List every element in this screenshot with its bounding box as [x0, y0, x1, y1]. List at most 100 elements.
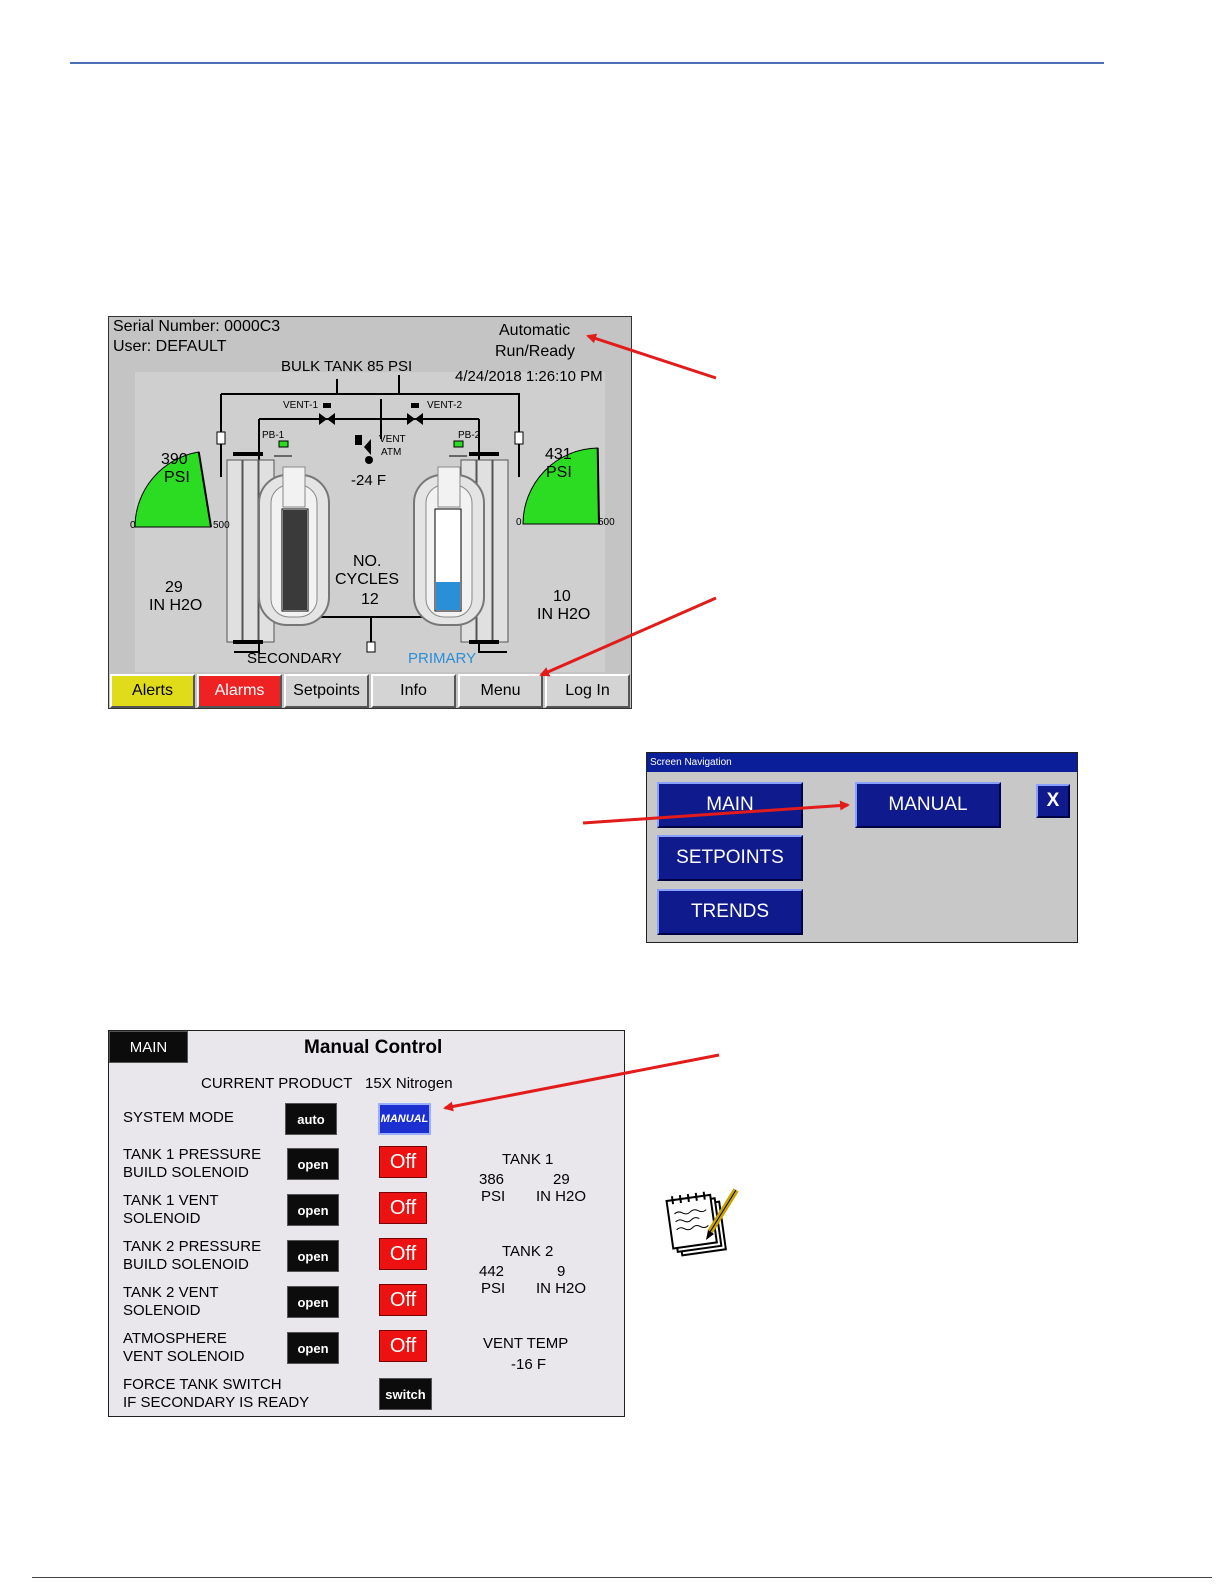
dialog-title: Screen Navigation — [647, 753, 1077, 772]
row-label-line2: VENT SOLENOID — [123, 1348, 245, 1365]
bulk-tank-pressure: BULK TANK 85 PSI — [281, 358, 413, 375]
left-level-unit: IN H2O — [149, 597, 203, 614]
arrow-to-menu — [539, 596, 717, 677]
vent1-label: VENT-1 — [283, 400, 319, 411]
vent-temp-value: -16 F — [511, 1356, 547, 1373]
off-button[interactable]: Off — [379, 1330, 427, 1362]
main-button[interactable]: MAIN — [109, 1031, 188, 1063]
left-gauge-min: 0 — [130, 520, 136, 531]
tank2-level: 9 — [557, 1263, 566, 1280]
operating-mode: Automatic — [499, 322, 571, 339]
menu-button[interactable]: Menu — [458, 674, 543, 708]
row-label-line2: SOLENOID — [123, 1210, 201, 1227]
row-label: SYSTEM MODE — [123, 1109, 234, 1126]
left-pressure-value: 390 — [161, 451, 188, 468]
row-label: FORCE TANK SWITCH — [123, 1376, 282, 1393]
primary-label: PRIMARY — [408, 650, 477, 667]
off-button[interactable]: Off — [379, 1284, 427, 1316]
open-button[interactable]: open — [287, 1286, 339, 1318]
right-pressure-gauge — [522, 447, 600, 525]
current-product-label: CURRENT PRODUCT — [201, 1075, 353, 1092]
nav-manual-button[interactable]: MANUAL — [855, 782, 1001, 828]
left-gauge-max: 500 — [213, 520, 230, 531]
vent2-label: VENT-2 — [427, 400, 463, 411]
tank1-level: 29 — [553, 1171, 570, 1188]
process-diagram — [134, 372, 605, 672]
row-label: TANK 1 PRESSURE — [123, 1146, 262, 1163]
right-level-value: 10 — [553, 588, 571, 605]
right-gauge-min: 0 — [516, 517, 522, 528]
left-level-value: 29 — [165, 579, 183, 596]
open-button[interactable]: open — [287, 1148, 339, 1180]
login-button[interactable]: Log In — [545, 674, 630, 708]
row-label: TANK 2 PRESSURE — [123, 1238, 262, 1255]
alarms-button[interactable]: Alarms — [197, 674, 282, 708]
open-button[interactable]: open — [287, 1240, 339, 1272]
footer-rule — [32, 1577, 1212, 1578]
right-pressure-value: 431 — [545, 446, 572, 463]
alerts-button[interactable]: Alerts — [110, 674, 195, 708]
setpoints-button[interactable]: Setpoints — [284, 674, 369, 708]
nav-setpoints-button[interactable]: SETPOINTS — [657, 835, 803, 881]
primary-liquid-level — [436, 582, 460, 610]
pb1-label: PB-1 — [262, 430, 285, 441]
row-label-line2: BUILD SOLENOID — [123, 1256, 249, 1273]
date-time: 4/24/2018 1:26:10 PM — [455, 368, 603, 385]
right-level-unit: IN H2O — [537, 606, 591, 623]
secondary-liquid-level — [283, 510, 307, 610]
notepad-icon — [665, 1188, 739, 1257]
vent-atm-label-2: ATM — [381, 447, 402, 458]
cycles-label-2: CYCLES — [335, 571, 400, 588]
row-label-line2: IF SECONDARY IS READY — [123, 1394, 310, 1411]
tank2-title: TANK 2 — [502, 1243, 554, 1260]
vent-atm-label: VENT — [379, 434, 406, 445]
pb2-label: PB-2 — [458, 430, 481, 441]
off-button[interactable]: Off — [379, 1192, 427, 1224]
switch-button[interactable]: switch — [379, 1378, 432, 1410]
tank1-pressure: 386 — [479, 1171, 505, 1188]
user-name: User: DEFAULT — [113, 338, 227, 355]
tank1-title: TANK 1 — [502, 1151, 554, 1168]
row-label: TANK 1 VENT — [123, 1192, 219, 1209]
tank2-pressure: 442 — [479, 1263, 505, 1280]
left-pressure-gauge — [134, 451, 212, 528]
vent-temp-title: VENT TEMP — [483, 1335, 569, 1352]
current-product-value: 15X Nitrogen — [365, 1075, 453, 1092]
open-button[interactable]: open — [287, 1194, 339, 1226]
nav-trends-button[interactable]: TRENDS — [657, 889, 803, 935]
secondary-label: SECONDARY — [247, 650, 342, 667]
info-button[interactable]: Info — [371, 674, 456, 708]
screen-navigation-dialog: Screen Navigation MAIN MANUAL X SETPOINT… — [646, 752, 1078, 943]
tank1-pressure-unit: PSI — [481, 1188, 506, 1205]
nav-main-button[interactable]: MAIN — [657, 782, 803, 828]
auto-mode-button[interactable]: auto — [285, 1103, 337, 1135]
left-pressure-unit: PSI — [164, 469, 190, 486]
tank2-level-unit: IN H2O — [536, 1280, 587, 1297]
header-rule — [70, 62, 1104, 64]
arrow-to-manual — [582, 800, 850, 825]
off-button[interactable]: Off — [379, 1238, 427, 1270]
tank1-level-unit: IN H2O — [536, 1188, 587, 1205]
right-pressure-unit: PSI — [546, 464, 572, 481]
arrow-to-mode — [586, 333, 717, 380]
off-button[interactable]: Off — [379, 1146, 427, 1178]
manual-mode-button[interactable]: MANUAL — [378, 1103, 431, 1135]
page-title: Manual Control — [304, 1037, 443, 1058]
right-gauge-max: 500 — [598, 517, 615, 528]
serial-number: Serial Number: 0000C3 — [113, 318, 281, 335]
cycles-value: 12 — [361, 591, 379, 608]
close-icon[interactable]: X — [1036, 784, 1070, 818]
manual-control-screen: MAIN Manual Control CURRENT PRODUCT 15X … — [108, 1030, 625, 1417]
row-label: ATMOSPHERE — [123, 1330, 227, 1347]
vent-temperature: -24 F — [351, 472, 387, 489]
run-status: Run/Ready — [495, 343, 576, 360]
tank2-pressure-unit: PSI — [481, 1280, 506, 1297]
row-label-line2: BUILD SOLENOID — [123, 1164, 249, 1181]
open-button[interactable]: open — [287, 1332, 339, 1364]
cycles-label-1: NO. — [353, 553, 382, 570]
row-label-line2: SOLENOID — [123, 1302, 201, 1319]
row-label: TANK 2 VENT — [123, 1284, 219, 1301]
bottom-nav: Alerts Alarms Setpoints Info Menu Log In — [109, 673, 631, 709]
arrow-to-manual-mode — [443, 1053, 720, 1112]
